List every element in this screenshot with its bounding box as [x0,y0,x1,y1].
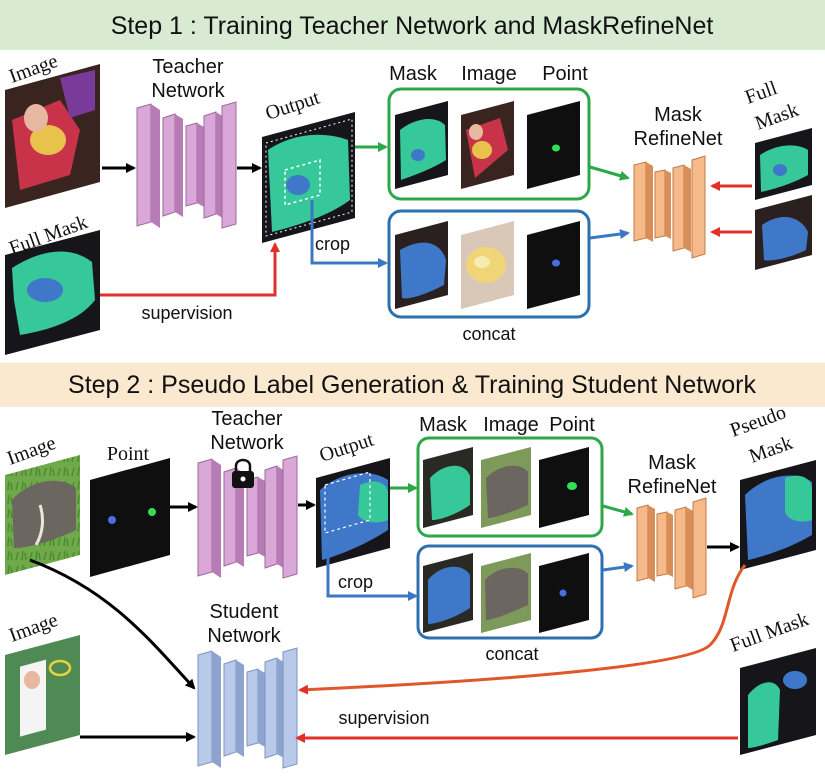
step2-supervision-label: supervision [338,708,429,728]
step2-student-label-2: Network [207,625,281,647]
step1-full-point-thumb [527,101,580,189]
step2-arrow-image-to-student [29,558,196,690]
step2-refine-label-1: Mask [648,452,697,474]
step1-gt-crop-mask [755,195,812,270]
step2-tennis-image [5,635,80,755]
step1-output-label: Output [263,87,323,125]
step1-right-full-label-1: Full [742,77,780,109]
step2-full-image-thumb [481,447,531,528]
step1-full-mask-thumb [395,101,448,189]
step1-output-map [262,112,355,243]
step2-pseudo-supervision-arrow [298,564,747,695]
step1-arrow-crop-to-refine [589,229,630,240]
step1-teacher-label-1: Teacher [152,56,223,78]
step2-refine-label-2: RefineNet [628,476,717,498]
step2-banner [0,363,825,407]
step1-teacher-network [136,101,237,229]
step2-arrow-crop-to-refine [602,562,634,573]
step1-full-input-box [387,87,591,201]
step1-maskrefinenet [633,155,706,259]
step2-student-network [197,647,298,769]
step2-input-image [5,455,80,575]
step2-pseudo-label-2: Mask [746,432,795,468]
step1-supervision-arrow [100,242,280,297]
step2-title: Step 2 : Pseudo Label Generation & Train… [68,371,756,399]
step2-point-label: Point [107,443,150,465]
step1-banner [0,0,825,50]
step1-col-mask: Mask [389,63,438,85]
step1-crop-arrow [310,200,388,268]
step2-crop-point-thumb [539,553,589,633]
step2-maskrefinenet [636,497,707,599]
step2-input-point [90,458,170,577]
step2-concat-label: concat [485,644,538,664]
step2-crop-input-box [416,544,604,640]
step2-full-mask-thumb [423,447,473,528]
step1-crop-mask-thumb [395,221,448,309]
step1-arrow-full-to-refine [589,165,630,181]
step1-crop-label: crop [315,234,350,254]
step2-output-map [316,458,390,568]
step2-col-image: Image [483,414,539,436]
lock-icon [232,458,254,488]
step2-teacher-label-1: Teacher [211,408,282,430]
step2-crop-mask-thumb [423,553,473,633]
step1-full-image-thumb [461,101,514,189]
step1-supervision-label: supervision [141,303,232,323]
step2-arrow-full-to-refine [602,504,634,517]
step1-refine-label-1: Mask [654,104,703,126]
step1-col-image: Image [461,63,517,85]
step2-crop-image-thumb [481,553,531,633]
step1-refine-label-2: RefineNet [634,128,723,150]
step2-teacher-network [197,455,298,579]
step1-title: Step 1 : Training Teacher Network and Ma… [111,12,714,40]
step1-gt-full-mask [755,128,812,200]
step1-teacher-label-2: Network [151,80,225,102]
step2-tennis-full-mask [740,648,816,755]
step1-col-point: Point [542,63,588,85]
step2-pseudo-mask [740,460,816,570]
step2-output-label: Output [317,429,377,467]
step2-fullmask-label: Full Mask [727,608,811,657]
step2-col-mask: Mask [419,414,468,436]
step1-concat-label: concat [462,324,515,344]
step2-teacher-label-2: Network [210,432,284,454]
step1-crop-image-thumb [461,221,514,309]
step1-crop-point-thumb [527,221,580,309]
step2-full-input-box [416,436,604,538]
step2-section: Step 2 : Pseudo Label Generation & Train… [0,363,825,769]
step1-input-image [5,64,100,208]
step2-image2-label: Image [6,609,61,647]
step1-section: Step 1 : Training Teacher Network and Ma… [0,0,825,355]
step1-crop-input-box [387,209,591,319]
step1-full-mask [5,230,100,355]
step2-crop-arrow [326,548,418,601]
step2-col-point: Point [549,414,595,436]
step2-full-point-thumb [539,447,589,528]
step2-student-label-1: Student [210,601,279,623]
step2-crop-label: crop [338,572,373,592]
